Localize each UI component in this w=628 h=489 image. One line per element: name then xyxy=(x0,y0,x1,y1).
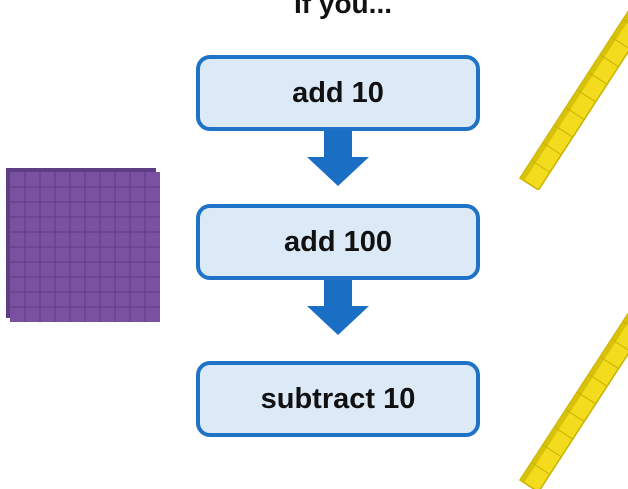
arrow-down-icon xyxy=(307,131,369,186)
ten-rod-icon xyxy=(518,0,628,190)
step-add-100: add 100 xyxy=(196,204,480,280)
step-add-10: add 10 xyxy=(196,55,480,131)
arrow-down-icon xyxy=(307,280,369,335)
hundred-square-icon xyxy=(6,168,160,322)
heading-title: If you... xyxy=(294,0,392,19)
step-label: add 10 xyxy=(292,76,384,109)
ten-rod-icon xyxy=(518,302,628,489)
step-subtract-10: subtract 10 xyxy=(196,361,480,437)
step-label: add 100 xyxy=(284,225,392,258)
step-label: subtract 10 xyxy=(260,382,416,415)
